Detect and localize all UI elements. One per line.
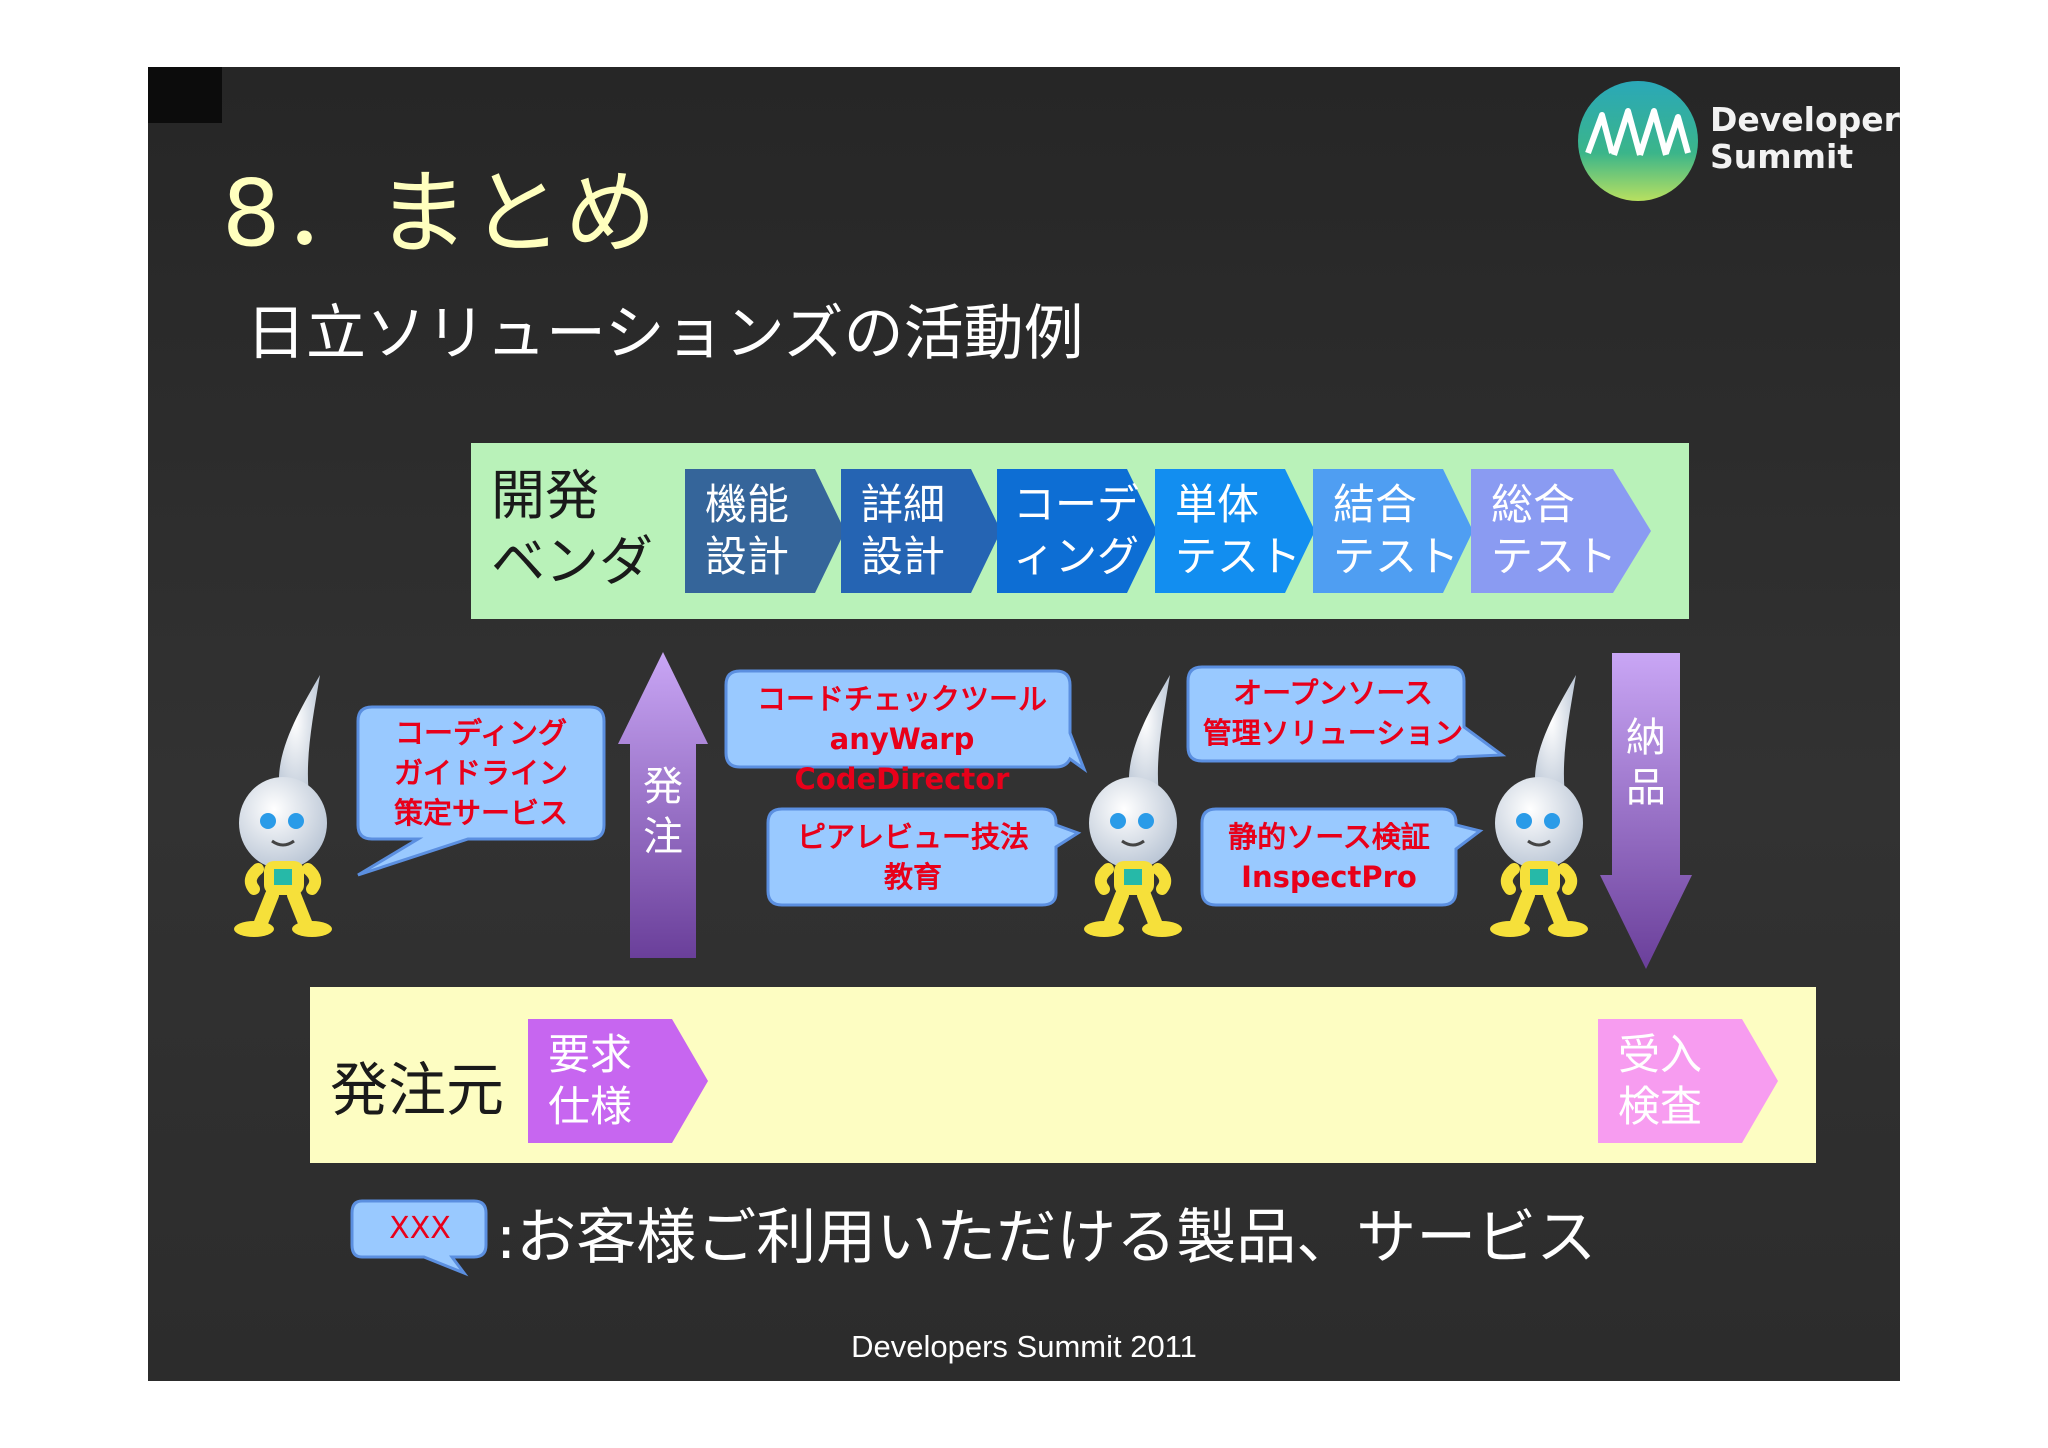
client-band: 発注元 要求 仕様 受入 検査	[310, 987, 1816, 1163]
legend-sample-text: XXX	[389, 1211, 451, 1246]
process-step-detailed-design: 詳細 設計	[841, 469, 1001, 593]
step-label: 結合 テスト	[1333, 480, 1460, 581]
mascot-character	[1078, 673, 1188, 947]
client-step-acceptance: 受入 検査	[1598, 1019, 1778, 1143]
mascot-character	[228, 673, 338, 947]
logo-text-line2: Summit	[1710, 137, 1854, 176]
order-arrow-label: 発 注	[643, 764, 683, 860]
delivery-arrow: 納 品	[1600, 653, 1692, 969]
process-step-system-test: 総合 テスト	[1471, 469, 1651, 593]
corner-block	[148, 67, 222, 123]
step-label: コーデ ィング	[1013, 480, 1140, 581]
step-label: 単体 テスト	[1175, 480, 1302, 581]
slide-title: 8．まとめ	[222, 160, 659, 267]
client-step-label: 要求 仕様	[548, 1030, 633, 1131]
callout-static-analysis[interactable]: 静的ソース検証 InspectPro	[1200, 807, 1484, 909]
callout-code-check-tool[interactable]: コードチェックツール anyWarp CodeDirector	[724, 669, 1088, 796]
callout-oss-management[interactable]: オープンソース 管理ソリューション	[1186, 665, 1507, 781]
legend-sample-callout: XXX	[350, 1199, 488, 1277]
legend-description: :お客様ご利用いただける製品、サービス	[496, 1203, 1597, 1273]
logo-text: Developers Summit	[1710, 101, 1900, 175]
process-step-integration-test: 結合 テスト	[1313, 469, 1473, 593]
process-step-functional-design: 機能 設計	[685, 469, 845, 593]
callout-text: 静的ソース検証 InspectPro	[1228, 820, 1430, 894]
logo-emblem-icon	[1578, 81, 1698, 201]
process-step-unit-test: 単体 テスト	[1155, 469, 1315, 593]
slide: 8．まとめ 日立ソリューションズの活動例 Developers Summit 開…	[148, 67, 1900, 1381]
callout-text: ピアレビュー技法 教育	[796, 820, 1029, 894]
callout-coding-guideline[interactable]: コーディング ガイドライン 策定サービス	[356, 705, 606, 887]
client-step-requirements: 要求 仕様	[528, 1019, 708, 1143]
delivery-arrow-label: 納 品	[1626, 715, 1666, 811]
callout-text: オープンソース 管理ソリューション	[1202, 676, 1464, 750]
order-arrow: 発 注	[618, 652, 708, 958]
callout-text: コードチェックツール anyWarp CodeDirector	[756, 682, 1047, 796]
logo-text-line1: Developers	[1710, 100, 1900, 139]
process-step-coding: コーデ ィング	[997, 469, 1157, 593]
vendor-band: 開発 ベンダ 機能 設計 詳細 設計 コーデ ィング 単体 テスト 結合 テスト…	[471, 443, 1689, 619]
step-label: 詳細 設計	[861, 480, 946, 581]
vendor-label: 開発 ベンダ	[491, 464, 653, 593]
callout-text: コーディング ガイドライン 策定サービス	[393, 716, 568, 830]
callout-peer-review[interactable]: ピアレビュー技法 教育	[766, 807, 1082, 909]
client-label: 発注元	[330, 1056, 505, 1124]
slide-subtitle: 日立ソリューションズの活動例	[246, 299, 1084, 369]
client-step-label: 受入 検査	[1618, 1030, 1703, 1131]
mascot-character	[1484, 673, 1594, 947]
step-label: 総合 テスト	[1491, 480, 1618, 581]
slide-footer: Developers Summit 2011	[851, 1329, 1197, 1364]
step-label: 機能 設計	[705, 480, 790, 581]
developers-summit-logo: Developers Summit	[1574, 75, 1900, 205]
